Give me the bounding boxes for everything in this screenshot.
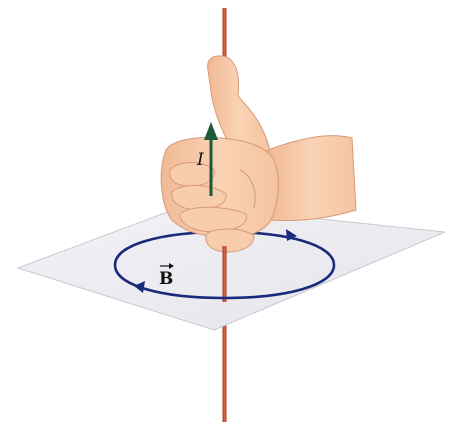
finger-1: [170, 163, 215, 187]
wire-below-fist: [223, 246, 227, 266]
wrist-and-forearm: [268, 136, 356, 221]
finger-2: [172, 185, 226, 210]
wire-through-plane: [223, 262, 227, 302]
current-label: I: [196, 150, 204, 170]
current-arrow-head: [204, 122, 218, 140]
field-label: B: [159, 269, 173, 289]
